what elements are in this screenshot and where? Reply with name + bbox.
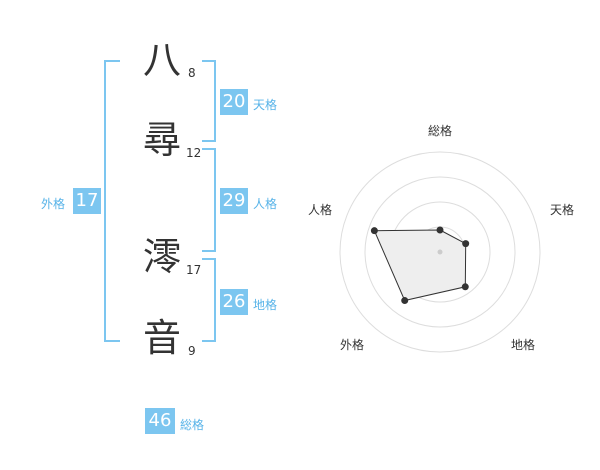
radar-ring-3: [364, 176, 516, 328]
stroke-count-2: 12: [186, 146, 202, 160]
stroke-count-1: 8: [188, 66, 196, 80]
radar-point-1: [436, 226, 444, 234]
jinkaku-bracket: [202, 148, 216, 252]
chikaku-bracket: [202, 258, 216, 342]
radar-label-jinkaku: 人格: [308, 203, 333, 217]
stroke-count-3: 17: [186, 263, 202, 277]
jinkaku-badge: 29: [220, 188, 248, 214]
chikaku-label: 地格: [253, 298, 278, 312]
radar-label-chikaku: 地格: [511, 338, 536, 352]
name-char-1: 八: [142, 38, 181, 82]
radar-label-soukaku: 総格: [428, 124, 453, 138]
radar-point-4: [401, 297, 409, 305]
radar-points: [370, 226, 470, 305]
radar-label-tenkaku: 天格: [550, 203, 575, 217]
radar-point-2: [462, 240, 470, 248]
gaikaku-bracket: [104, 60, 120, 342]
tenkaku-bracket: [202, 60, 216, 142]
radar-point-3: [461, 283, 469, 291]
name-char-3: 澪: [142, 235, 181, 279]
name-char-2: 尋: [142, 118, 181, 162]
soukaku-badge: 46: [145, 408, 175, 434]
radar-polygon: [373, 229, 467, 302]
soukaku-label: 総格: [180, 418, 205, 432]
gaikaku-badge: 17: [73, 188, 101, 214]
radar-point-5: [370, 227, 378, 235]
tenkaku-label: 天格: [253, 98, 278, 112]
jinkaku-label: 人格: [253, 197, 278, 211]
gaikaku-label: 外格: [41, 197, 66, 211]
tenkaku-badge: 20: [220, 89, 248, 115]
radar-center-dot: [437, 249, 443, 255]
stroke-count-4: 9: [188, 344, 196, 358]
radar-label-gaikaku: 外格: [340, 338, 365, 352]
name-char-4: 音: [142, 316, 181, 360]
radar-ring-4: [339, 151, 541, 353]
chikaku-badge: 26: [220, 289, 248, 315]
